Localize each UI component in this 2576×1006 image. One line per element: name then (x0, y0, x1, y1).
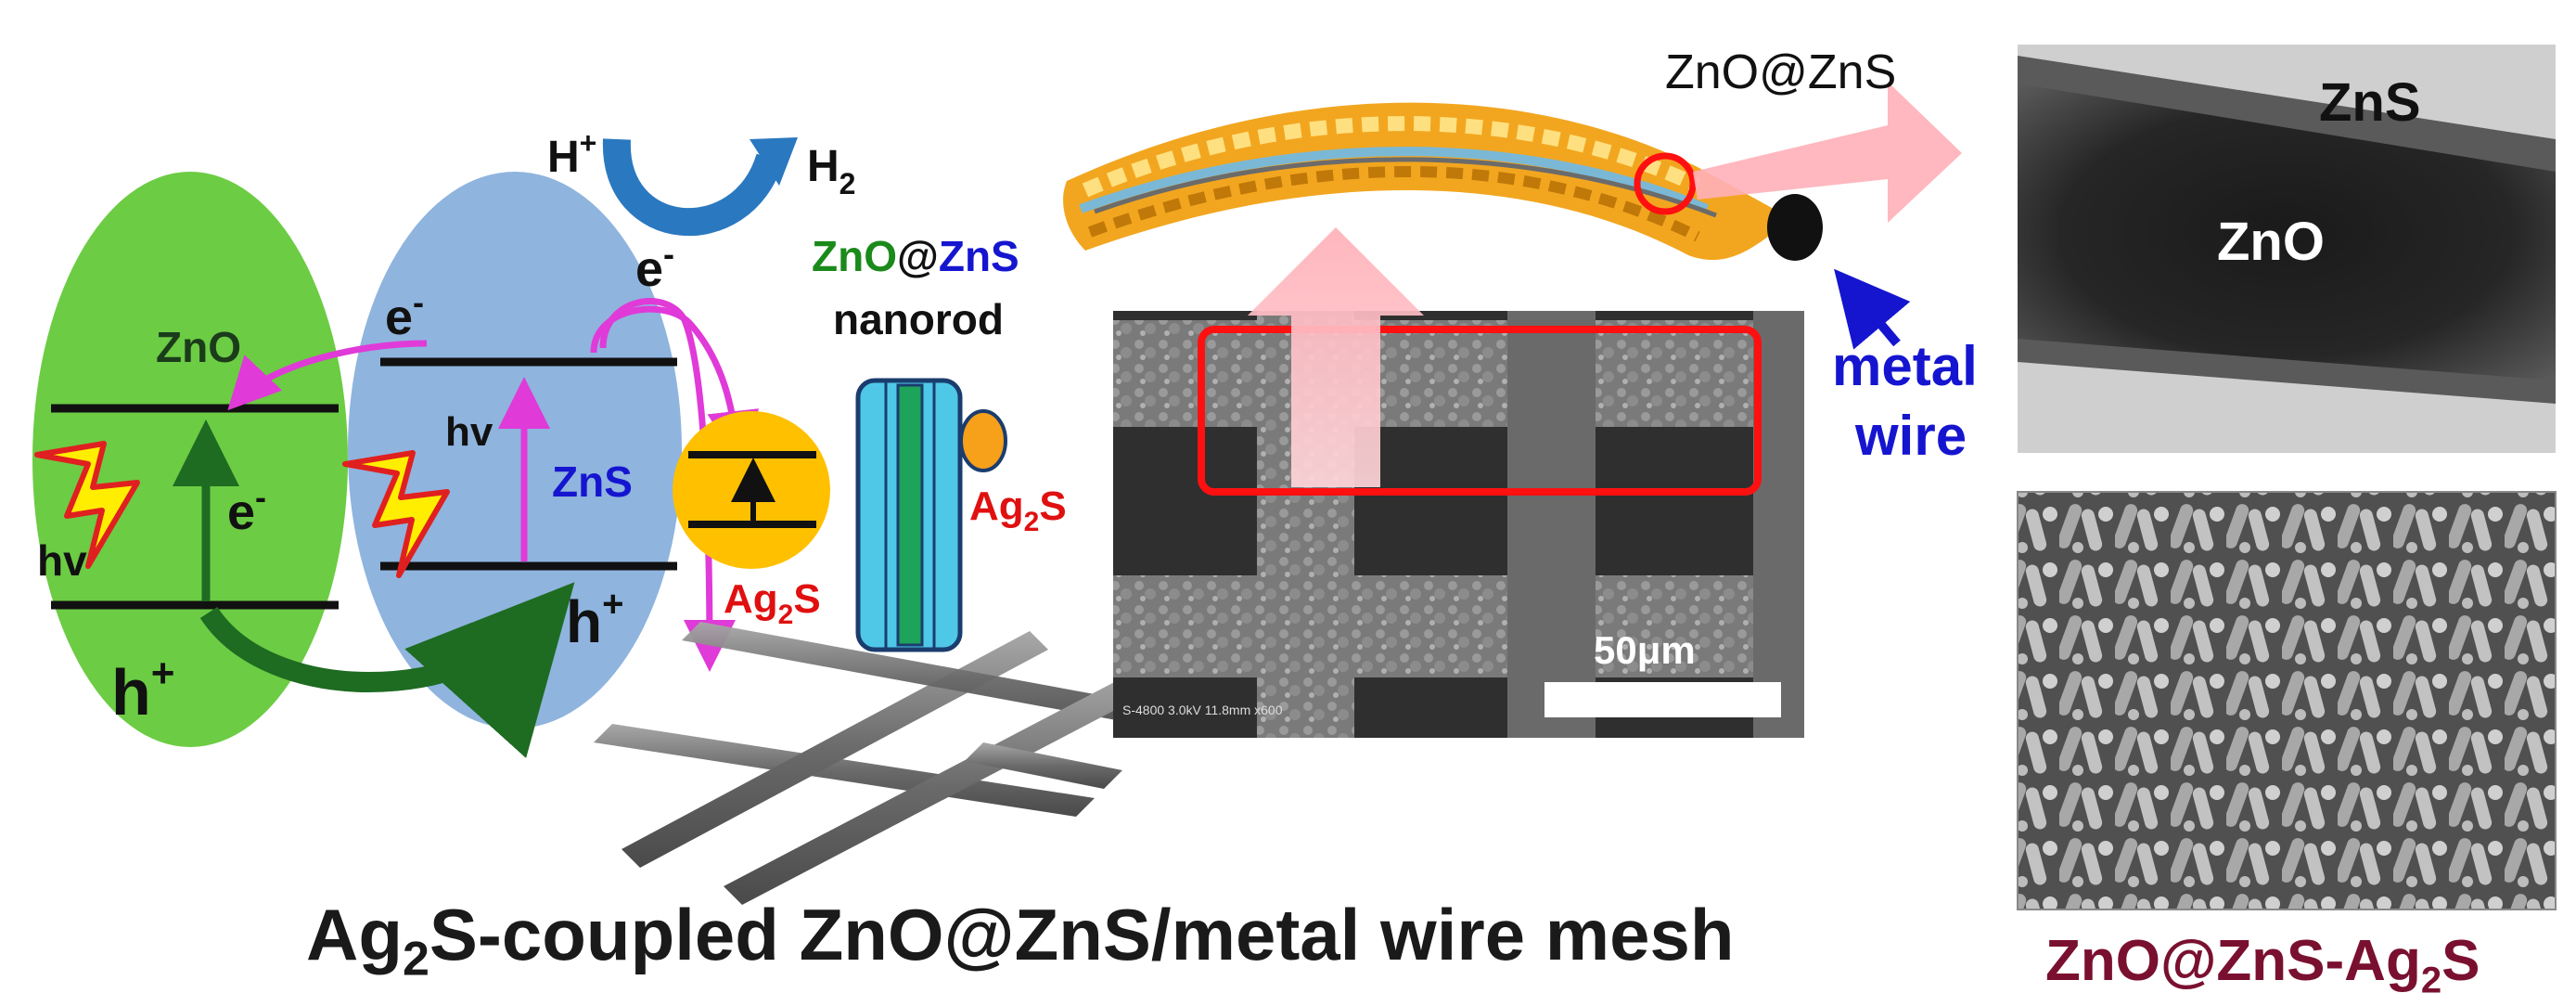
sem-nanorods-image (2017, 491, 2557, 910)
metal-wire-label-line1: metal (1832, 335, 1978, 397)
hydrogen-label: H2 (807, 142, 855, 200)
nanorod-ag2s-label: Ag2S (969, 484, 1067, 537)
tem-image: ZnS ZnO (2018, 45, 2556, 453)
zno-electron-label: e- (227, 478, 266, 540)
wire-label: ZnO@ZnS (1665, 45, 1896, 99)
electron-transfer-arrow (227, 340, 428, 411)
wire-outer-rods-texture (1082, 116, 1701, 198)
coated-wire: ZnO@ZnS metal wire (1063, 45, 1978, 467)
sem-nanorods-border (2017, 491, 2557, 910)
metal-wire-label-line2: wire (1854, 405, 1967, 467)
hole-transfer-arrow (199, 582, 575, 758)
mesh-bar (594, 724, 1095, 817)
sem-wire-vertical (1507, 311, 1596, 738)
hydrogen-evolution: H+ H2 (547, 126, 855, 237)
sem-highlight-box (1198, 326, 1762, 496)
wire-mesh (594, 622, 1206, 905)
sem-wire-vertical (1753, 311, 1804, 738)
zoom-arrow-up (1248, 227, 1424, 487)
lightning-icon (342, 450, 450, 578)
zno-band-diagram: ZnO e- h+ hv (32, 172, 348, 747)
bottom-caption: Ag2S-coupled ZnO@ZnS/metal wire mesh (306, 894, 1735, 987)
tem-core (2018, 84, 2556, 380)
sem-scale-label: 50μm (1594, 628, 1696, 672)
sem-info: S-4800 3.0kV 11.8mm x600 (1122, 703, 1283, 717)
nanorod-label-line2: nanorod (833, 295, 1004, 343)
reaction-arrow-head (750, 137, 798, 186)
mesh-bar (965, 742, 1122, 789)
ag2s-label: Ag2S (724, 576, 821, 630)
sem-wire-horizontal (1113, 320, 1804, 427)
sem-scale-bar (1544, 682, 1781, 717)
zno-transfer-electron-label: e- (385, 283, 424, 345)
zns-label: ZnS (552, 458, 633, 506)
sem-wire-horizontal (1113, 575, 1804, 677)
nanorod-label-line1: ZnO@ZnS (812, 232, 1019, 280)
mesh-bar (622, 631, 1048, 868)
lightning-icon (34, 441, 140, 569)
tem-zns-label: ZnS (2319, 72, 2421, 133)
wire-core-end (1767, 194, 1823, 261)
sem-nanorods-background (2018, 492, 2556, 909)
metal-wire-pointer (1834, 268, 1911, 350)
zno-hole-label: h+ (111, 651, 174, 729)
wire-zns-layer (1079, 147, 1709, 213)
zno-photon-label: hv (37, 536, 87, 585)
zns-electron-label: e- (635, 235, 674, 297)
zno-label: ZnO (156, 323, 241, 371)
tem-zno-label: ZnO (2217, 212, 2325, 272)
reaction-curved-arrow (602, 138, 784, 237)
nanorod-ag2s-bead (959, 409, 1007, 472)
sem-mesh-image: 50μm S-4800 3.0kV 11.8mm x600 (1113, 311, 1804, 738)
zoom-arrow-right (1693, 82, 1962, 223)
sem-caption: ZnO@ZnS-Ag2S (2045, 929, 2480, 1001)
ag2s-particle: Ag2S (673, 411, 830, 630)
nanorod-schematic: ZnO@ZnS nanorod Ag2S (812, 232, 1067, 652)
nanorod-core (896, 383, 924, 647)
mesh-bar (724, 668, 1160, 905)
zns-photon-label: hv (445, 409, 493, 455)
proton-label: H+ (547, 126, 596, 182)
wire-highlight-circle (1634, 152, 1697, 215)
